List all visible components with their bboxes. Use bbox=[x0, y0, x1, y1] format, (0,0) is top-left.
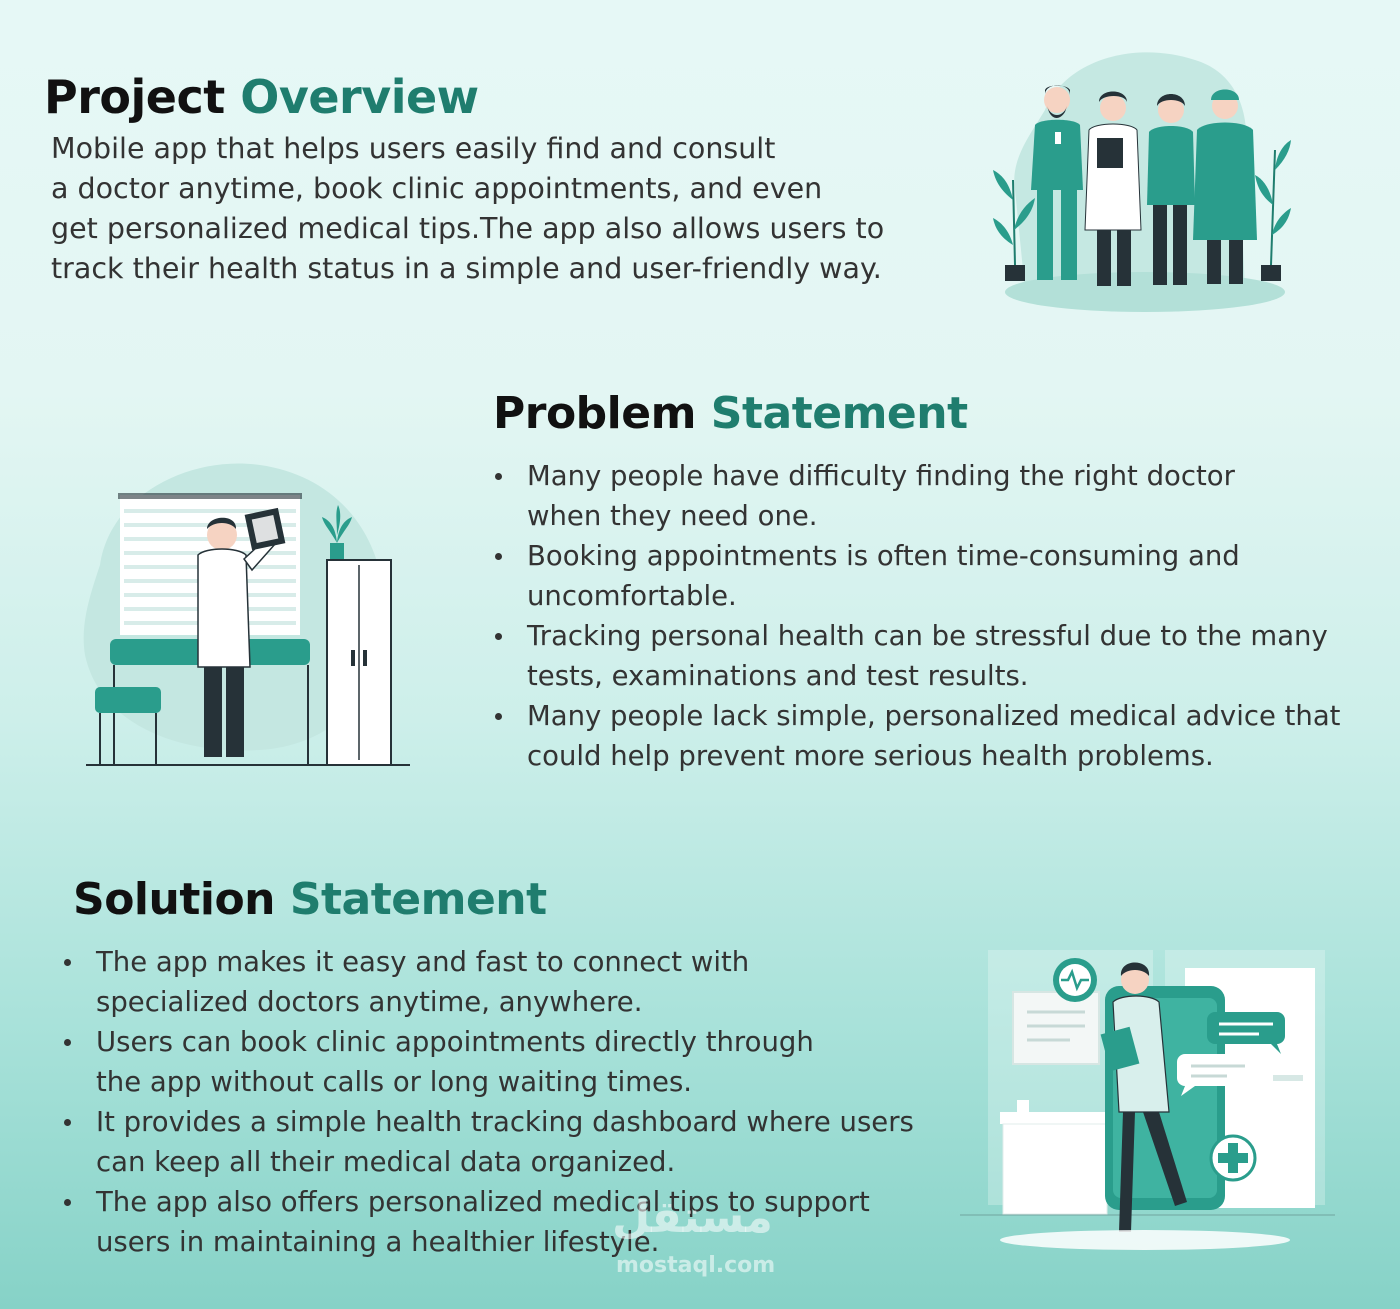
list-item: Many people have difficulty finding the … bbox=[495, 456, 1375, 536]
solution-title-accent: Statement bbox=[289, 874, 547, 925]
solution-title-main: Solution bbox=[73, 874, 276, 925]
list-item: Tracking personal health can be stressfu… bbox=[495, 616, 1375, 696]
left-plant-icon bbox=[993, 170, 1035, 281]
doctor-xray-illustration bbox=[83, 463, 410, 766]
problem-title-accent: Statement bbox=[710, 388, 968, 439]
doctor-person-4 bbox=[1193, 89, 1257, 284]
list-item: Users can book clinic appointments direc… bbox=[64, 1022, 954, 1102]
watermark-logo: مستقل bbox=[612, 1192, 773, 1243]
problem-title: Problem Statement bbox=[493, 388, 968, 439]
list-item: It provides a simple health tracking das… bbox=[64, 1102, 954, 1182]
list-item: The app also offers personalized medical… bbox=[64, 1182, 954, 1262]
problem-list: Many people have difficulty finding the … bbox=[495, 456, 1375, 776]
overview-title-main: Project bbox=[44, 70, 225, 124]
plant-icon bbox=[322, 505, 352, 559]
list-item: Many people lack simple, personalized me… bbox=[495, 696, 1375, 776]
plus-icon bbox=[1209, 1134, 1257, 1182]
overview-description: Mobile app that helps users easily find … bbox=[51, 132, 885, 285]
solution-title: Solution Statement bbox=[73, 874, 547, 925]
watermark-domain: mostaql.com bbox=[616, 1253, 776, 1278]
medical-team-illustration bbox=[993, 52, 1291, 312]
solution-list: The app makes it easy and fast to connec… bbox=[64, 942, 954, 1262]
doctor-person-2 bbox=[1084, 91, 1142, 286]
heartbeat-icon bbox=[1053, 958, 1097, 1002]
overview-title-accent: Overview bbox=[240, 70, 479, 124]
doctor-person-1 bbox=[1031, 85, 1083, 280]
right-plant-icon bbox=[1255, 140, 1291, 281]
list-item: The app makes it easy and fast to connec… bbox=[64, 942, 954, 1022]
list-item: Booking appointments is often time-consu… bbox=[495, 536, 1375, 616]
doctor-phone-illustration bbox=[960, 950, 1335, 1250]
doctor-person-3 bbox=[1147, 94, 1195, 285]
overview-title: Project Overview bbox=[44, 70, 479, 124]
problem-title-main: Problem bbox=[493, 388, 696, 439]
chat-bubble-icon bbox=[1177, 1012, 1285, 1096]
